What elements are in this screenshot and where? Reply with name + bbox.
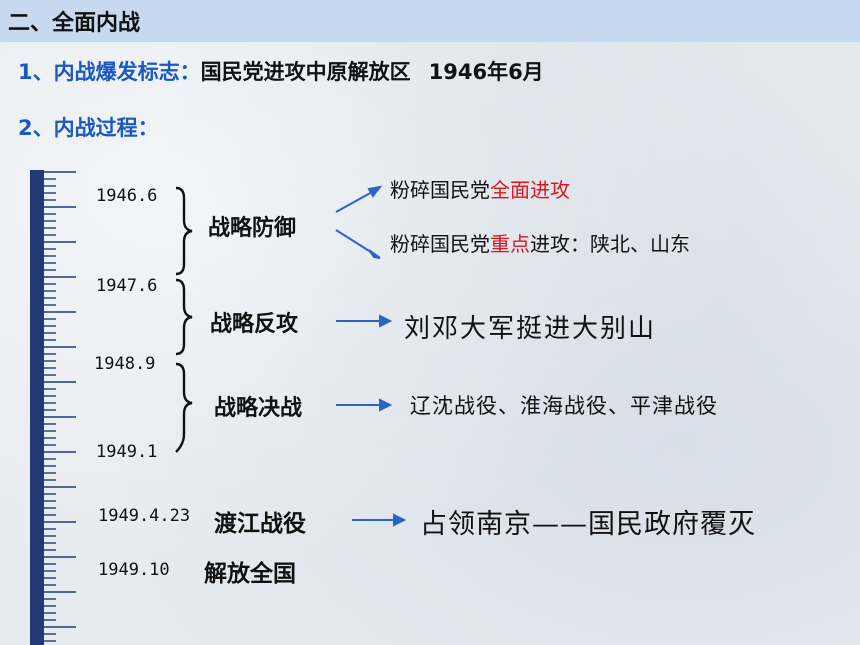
item-process-label: 2、内战过程： [18,116,159,140]
result-highlight: 重点 [490,232,530,256]
date-label: 1949.4.23 [98,506,191,526]
arrow-right-icon [336,314,393,328]
phase-defense: 战略防御 [208,216,297,241]
arrow-right-icon [335,229,381,259]
item-process: 2、内战过程： [18,112,159,142]
date-label: 1947.6 [96,276,158,296]
section-title: 二、全面内战 [8,11,141,36]
item-outbreak-text: 国民党进攻中原解放区 [200,60,411,84]
result-highlight: 全面进攻 [490,178,570,202]
item-outbreak-label: 1、内战爆发标志： [18,60,201,84]
brace-icon [175,362,193,453]
date-label: 1949.10 [98,560,170,580]
result-defense-1: 粉碎国民党全面进攻 [390,174,570,203]
result-text: 粉碎国民党 [390,178,490,202]
result-text: 进攻：陕北、山东 [530,232,690,256]
brace-icon [175,186,193,276]
phase-counter: 战略反攻 [210,312,299,337]
result-text: 粉碎国民党 [390,232,490,256]
arrow-right-icon [352,513,407,527]
result-counter: 刘邓大军挺进大别山 [404,314,657,344]
phase-liberation: 解放全国 [204,561,296,587]
phase-decisive: 战略决战 [214,396,303,421]
date-label: 1946.6 [96,186,158,206]
result-defense-2: 粉碎国民党重点进攻：陕北、山东 [390,228,690,257]
arrow-right-icon [335,185,383,213]
ruler-timeline-icon [30,170,76,645]
date-label: 1949.1 [96,442,158,462]
item-outbreak-date: 1946年6月 [428,60,544,84]
result-decisive: 辽沈战役、淮海战役、平津战役 [410,394,718,418]
result-crossing: 占领南京——国民政府覆灭 [420,509,756,540]
arrow-right-icon [336,398,393,412]
item-outbreak: 1、内战爆发标志：国民党进攻中原解放区 1946年6月 [18,56,544,86]
date-label: 1948.9 [94,354,156,374]
phase-crossing: 渡江战役 [214,511,306,537]
header-band [0,0,860,42]
brace-icon [175,278,193,356]
